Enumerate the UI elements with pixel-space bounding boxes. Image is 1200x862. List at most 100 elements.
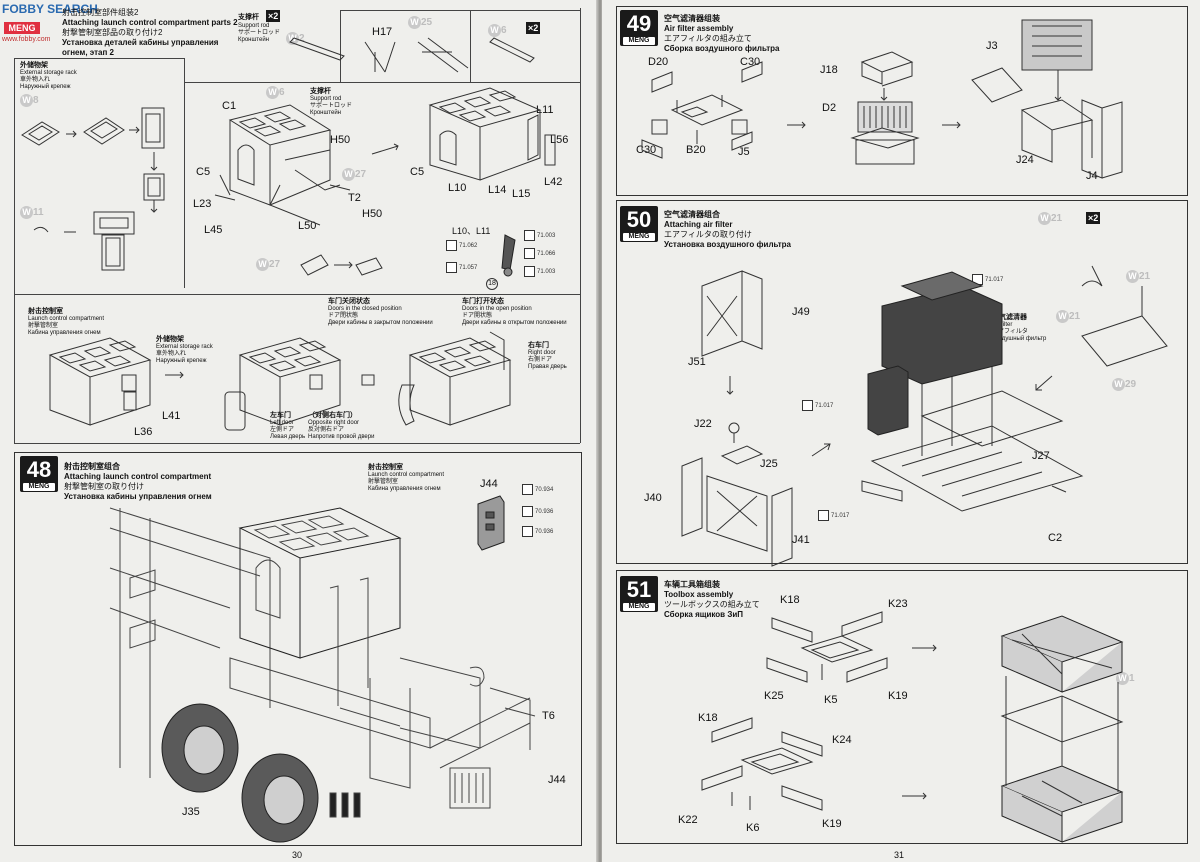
paint-code: 71.017 (985, 277, 1004, 284)
label-l10: L10 (448, 182, 467, 194)
frame-left (14, 58, 15, 443)
label-h17: H17 (372, 26, 393, 38)
paint-code: 71.066 (537, 251, 556, 258)
left-door-jp: 左側ドア (270, 427, 295, 433)
step50-frame (616, 200, 1188, 564)
paint-70936: 70.936 (522, 506, 553, 517)
rod2-jp: サポートロッド (310, 103, 353, 109)
paint-swatch-icon (522, 506, 533, 517)
handle-drawing (501, 234, 516, 277)
paint-71017c: 71.017 (818, 510, 849, 521)
step49-number: 49 (626, 11, 652, 36)
j44-part-drawing (477, 495, 505, 551)
rod2-cn: 支撑杆 (310, 88, 331, 95)
paint-71003: 71.003 (524, 230, 555, 241)
right-door-jp: 右側ドア (528, 357, 553, 363)
w21c-number: 21 (1069, 311, 1081, 322)
label-j40: J40 (644, 492, 662, 504)
w6b-number: 6 (279, 87, 285, 98)
label-k5: K5 (824, 694, 838, 706)
label-c1: C1 (222, 100, 237, 112)
label-c5b: C5 (410, 166, 425, 178)
w25-number: 25 (421, 17, 433, 28)
paint-71017b: 71.017 (802, 400, 833, 411)
step48-title-en: Attaching launch control compartment (64, 472, 212, 481)
step50-title-en: Attaching air filter (664, 220, 733, 229)
left-page: FOBBY SEARCH MENG www.fobby.com 射击控制室部件组… (0, 0, 598, 862)
step48-meng: MENG (23, 483, 55, 491)
paint-code: 70.936 (535, 509, 554, 516)
paint-swatch-icon (802, 400, 813, 411)
step49-title-cn: 空气滤清器组装 (664, 14, 720, 23)
frame-divider-a (184, 58, 185, 288)
step51-title-jp: ツールボックスの組み立て (664, 600, 760, 609)
frame-top-a (14, 58, 184, 59)
frame-bottom (14, 443, 580, 444)
compartment-cn: 射击控制室 (28, 308, 63, 315)
rack2-cn: 外储物架 (156, 336, 184, 343)
toolbox-assembly-drawing (701, 611, 1124, 843)
label-k22: K22 (678, 814, 698, 826)
paint-swatch-icon (446, 262, 457, 273)
paint-71066: 71.066 (524, 248, 555, 259)
book-gutter (596, 0, 604, 862)
air-filter-assembly-drawing (641, 19, 1123, 179)
step51-title-en: Toolbox assembly (664, 590, 734, 599)
step47-title-ru1: Установка деталей кабины управления (62, 38, 219, 47)
page-number-right: 31 (894, 850, 905, 860)
open-jp: ドア開状態 (462, 313, 493, 319)
label-j18: J18 (820, 64, 838, 76)
paint-code: 71.062 (459, 243, 478, 250)
label-k18: K18 (780, 594, 800, 606)
step50-meng: MENG (623, 233, 655, 241)
label-l45: L45 (204, 224, 223, 236)
step48-compartment-cn: 射击控制室 (368, 464, 403, 471)
step48-title-jp: 射撃管制室の取り付け (64, 482, 144, 491)
paint-swatch-icon (522, 484, 533, 495)
label-j51: J51 (688, 356, 706, 368)
label-j41: J41 (792, 534, 810, 546)
left-door-en: Left door (270, 420, 294, 426)
label-j22: J22 (694, 418, 712, 430)
rack-jp: 車外物入れ (20, 77, 51, 83)
paint-code: 71.057 (459, 265, 478, 272)
label-d20: D20 (648, 56, 669, 68)
rack2-jp: 車外物入れ (156, 351, 187, 357)
label-l42: L42 (544, 176, 563, 188)
compartment-en: Launch control compartment (28, 316, 105, 322)
paint-code: 71.017 (815, 403, 834, 410)
open-cn: 车门打开状态 (462, 298, 504, 305)
label-l10-l11: L10、L11 (452, 226, 491, 236)
callout-18: 18 (486, 278, 498, 290)
paint-swatch-icon (522, 526, 533, 537)
frame-mid (14, 294, 580, 295)
support-rod-jp: サポートロッド (238, 30, 281, 36)
closed-cn: 车门关闭状态 (328, 298, 370, 305)
step47-title-cn: 射击控制室部件组装2 (62, 8, 139, 17)
closed-en: Doors in the closed position (328, 306, 402, 312)
meng-logo: MENG (4, 22, 40, 34)
step47-title-jp: 射撃管制室部品の取り付け2 (62, 28, 163, 37)
cab-views-drawing (48, 331, 512, 431)
step51-number: 51 (626, 577, 652, 602)
step51-frame (616, 570, 1188, 844)
label-j3: J3 (986, 40, 998, 52)
step50-multiplier: ×2 (1086, 212, 1101, 224)
paint-71062: 71.062 (446, 240, 477, 251)
label-j4: J4 (1086, 170, 1098, 182)
closed-ru: Двери кабины в закрытом положении (328, 320, 433, 326)
rod2-en: Support rod (310, 96, 342, 102)
frame-divider-c (340, 10, 341, 82)
